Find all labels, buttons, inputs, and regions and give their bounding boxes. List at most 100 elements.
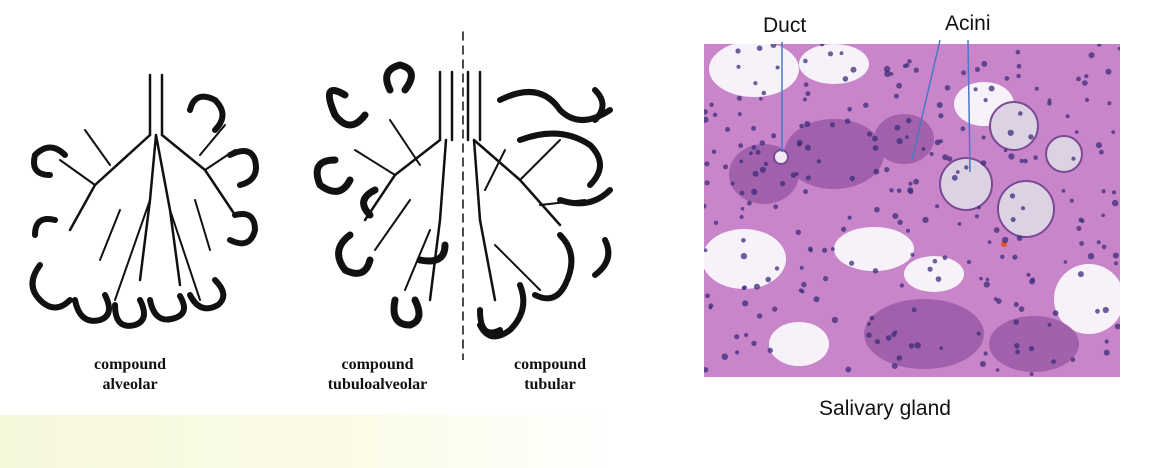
micrograph-caption: Salivary gland bbox=[819, 397, 951, 420]
nucleus bbox=[803, 58, 808, 64]
nucleus bbox=[893, 330, 898, 335]
nucleus bbox=[704, 203, 707, 209]
nucleus bbox=[951, 174, 958, 181]
nucleus bbox=[752, 170, 759, 177]
nucleus bbox=[770, 44, 777, 48]
nucleus bbox=[1114, 261, 1118, 266]
nucleus bbox=[723, 164, 728, 170]
nucleus bbox=[1088, 52, 1095, 59]
nucleus bbox=[874, 206, 880, 213]
nucleus bbox=[1051, 359, 1056, 364]
nucleus bbox=[902, 64, 907, 69]
nucleus bbox=[907, 59, 912, 64]
nucleus bbox=[892, 213, 899, 219]
nucleus bbox=[1082, 80, 1088, 86]
nucleus bbox=[803, 82, 809, 87]
nucleus bbox=[737, 112, 742, 117]
nucleus bbox=[981, 135, 986, 140]
nucleus bbox=[1111, 130, 1116, 134]
acini-label: Acini bbox=[945, 12, 991, 35]
nucleus bbox=[1065, 114, 1070, 119]
nucleus bbox=[1033, 155, 1038, 160]
nucleus bbox=[1102, 306, 1109, 314]
nucleus bbox=[753, 283, 760, 290]
nucleus bbox=[704, 109, 708, 115]
nucleus bbox=[704, 161, 710, 167]
nucleus bbox=[1012, 254, 1018, 260]
nucleus bbox=[1002, 236, 1009, 244]
nucleus bbox=[736, 95, 742, 101]
nucleus bbox=[742, 300, 749, 307]
nucleus bbox=[774, 266, 780, 271]
nucleus bbox=[704, 180, 710, 186]
nucleus bbox=[1047, 322, 1052, 327]
nucleus bbox=[736, 64, 741, 69]
nucleus bbox=[973, 87, 978, 92]
nucleus bbox=[1047, 98, 1052, 103]
nucleus bbox=[795, 172, 799, 176]
nucleus bbox=[1013, 319, 1019, 325]
nucleus bbox=[1009, 193, 1016, 199]
nucleus bbox=[751, 125, 757, 131]
nucleus bbox=[721, 353, 728, 360]
nucleus bbox=[1016, 235, 1023, 242]
nucleus bbox=[1028, 346, 1035, 352]
nucleus bbox=[914, 342, 921, 349]
nucleus bbox=[1070, 357, 1076, 363]
nucleus bbox=[1101, 213, 1105, 218]
nucleus bbox=[734, 334, 740, 340]
nucleus bbox=[712, 112, 718, 118]
nucleus bbox=[910, 252, 915, 257]
nucleus bbox=[730, 181, 735, 186]
nucleus bbox=[1008, 153, 1015, 160]
nucleus bbox=[795, 229, 801, 235]
nucleus bbox=[891, 363, 898, 369]
nucleus bbox=[1071, 156, 1076, 161]
nucleus bbox=[772, 306, 778, 312]
nucleus bbox=[942, 255, 948, 261]
nucleus bbox=[756, 45, 763, 51]
nucleus bbox=[863, 102, 869, 108]
nucleus bbox=[831, 247, 835, 251]
nucleus bbox=[906, 117, 912, 124]
nucleus bbox=[804, 121, 811, 128]
nucleus bbox=[740, 207, 745, 211]
acini-pointer-right bbox=[967, 39, 971, 173]
nucleus bbox=[847, 107, 852, 112]
nucleus bbox=[866, 332, 872, 339]
nucleus bbox=[872, 268, 879, 274]
nucleus bbox=[983, 281, 990, 288]
nucleus bbox=[884, 167, 890, 173]
acini-pointer-left bbox=[911, 39, 941, 161]
nucleus bbox=[845, 366, 852, 373]
nucleus bbox=[1000, 254, 1005, 259]
nucleus bbox=[872, 145, 879, 151]
nucleus bbox=[927, 266, 933, 272]
nucleus bbox=[839, 51, 844, 56]
nucleus bbox=[995, 368, 1000, 372]
nucleus bbox=[938, 139, 943, 144]
nucleus bbox=[1095, 142, 1102, 149]
nucleus bbox=[1117, 46, 1120, 51]
compound-tubular-figure bbox=[466, 70, 613, 340]
nucleus bbox=[897, 219, 903, 225]
nucleus bbox=[1003, 148, 1008, 153]
nucleus bbox=[842, 76, 849, 82]
nucleus bbox=[983, 98, 988, 103]
nucleus bbox=[966, 260, 972, 265]
nucleus bbox=[987, 240, 992, 245]
nucleus bbox=[955, 170, 960, 174]
nucleus bbox=[751, 188, 758, 195]
nucleus bbox=[874, 339, 881, 345]
nucleus bbox=[869, 315, 875, 321]
nucleus bbox=[961, 70, 966, 76]
nucleus bbox=[805, 91, 811, 97]
nucleus bbox=[1111, 190, 1117, 195]
nucleus bbox=[1052, 310, 1059, 316]
nucleus bbox=[885, 335, 892, 341]
nucleus bbox=[996, 298, 1002, 304]
nucleus bbox=[751, 340, 757, 347]
nucleus bbox=[816, 159, 822, 164]
nucleus bbox=[763, 161, 769, 167]
nucleus bbox=[803, 189, 808, 195]
